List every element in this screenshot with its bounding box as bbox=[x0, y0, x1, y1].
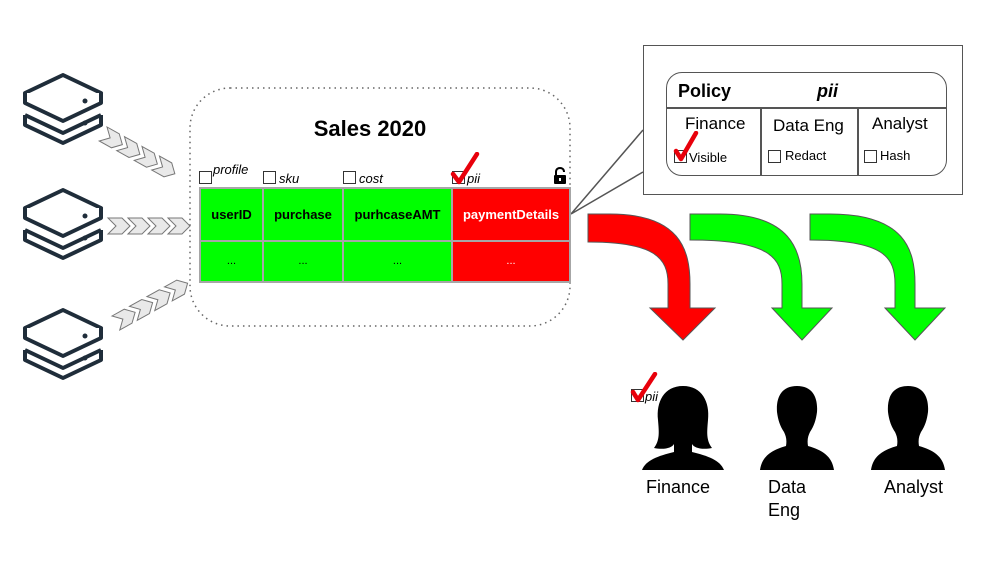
policy-column-finance: Finance bbox=[685, 114, 746, 133]
column-header-paymentdetails[interactable]: paymentDetails bbox=[451, 187, 571, 242]
tag-label: pii bbox=[467, 171, 481, 186]
person-label-data-eng: Data Eng bbox=[768, 477, 807, 520]
redact-option-label: Redact bbox=[785, 148, 827, 163]
person-label-analyst: Analyst bbox=[884, 477, 944, 497]
tag-label: sku bbox=[279, 171, 300, 186]
hash-option-label: Hash bbox=[880, 148, 911, 163]
server-icon bbox=[23, 73, 103, 145]
checkmark-icon bbox=[673, 131, 699, 162]
checkmark-icon bbox=[630, 372, 658, 403]
hash-checkbox[interactable] bbox=[864, 150, 877, 163]
table-cell: ... bbox=[342, 240, 453, 283]
tag-label: pii bbox=[645, 389, 659, 404]
dataset-title: Sales 2020 bbox=[313, 116, 427, 141]
policy-header-label: Policy bbox=[678, 81, 732, 101]
visible-option-label: Visible bbox=[689, 150, 728, 165]
column-header-userid[interactable]: userID bbox=[199, 187, 264, 242]
tag-label: cost bbox=[359, 171, 383, 186]
person-label-finance: Finance bbox=[646, 477, 711, 497]
table-cell: ... bbox=[451, 240, 571, 283]
checkmark-icon bbox=[450, 152, 480, 185]
tag-checkbox[interactable] bbox=[199, 171, 212, 184]
policy-column-data-eng: Data Eng bbox=[773, 116, 844, 135]
policy-divider bbox=[857, 107, 859, 175]
policy-tag-name: pii bbox=[817, 81, 838, 101]
access-arrow-data-eng bbox=[689, 213, 834, 341]
server-icon bbox=[23, 308, 103, 380]
policy-table: Policy pii Finance Data Eng Analyst Visi… bbox=[666, 72, 947, 176]
flow-arrow-bottom bbox=[111, 275, 192, 331]
flow-arrow-middle bbox=[107, 217, 191, 235]
table-cell: ... bbox=[262, 240, 344, 283]
tag-label: profile bbox=[213, 162, 249, 177]
flow-arrow-top bbox=[98, 126, 180, 182]
person-analyst-icon bbox=[871, 386, 945, 470]
column-header-purchase[interactable]: purchase bbox=[262, 187, 344, 242]
column-header-purchaseamt[interactable]: purhcaseAMT bbox=[342, 187, 453, 242]
tag-checkbox[interactable] bbox=[263, 171, 276, 184]
person-data-eng-icon bbox=[760, 386, 834, 470]
table-cell: ... bbox=[199, 240, 264, 283]
tag-checkbox[interactable] bbox=[343, 171, 356, 184]
policy-divider bbox=[667, 107, 946, 109]
server-icon bbox=[23, 188, 103, 260]
policy-divider bbox=[760, 107, 762, 175]
policy-column-analyst: Analyst bbox=[872, 114, 928, 133]
dataset-container bbox=[189, 87, 571, 327]
access-arrow-analyst bbox=[809, 213, 947, 341]
lock-icon bbox=[554, 167, 566, 184]
callout-pointer bbox=[570, 129, 644, 215]
person-finance-icon bbox=[642, 386, 724, 470]
access-arrow-finance bbox=[587, 213, 717, 341]
redact-checkbox[interactable] bbox=[768, 150, 781, 163]
